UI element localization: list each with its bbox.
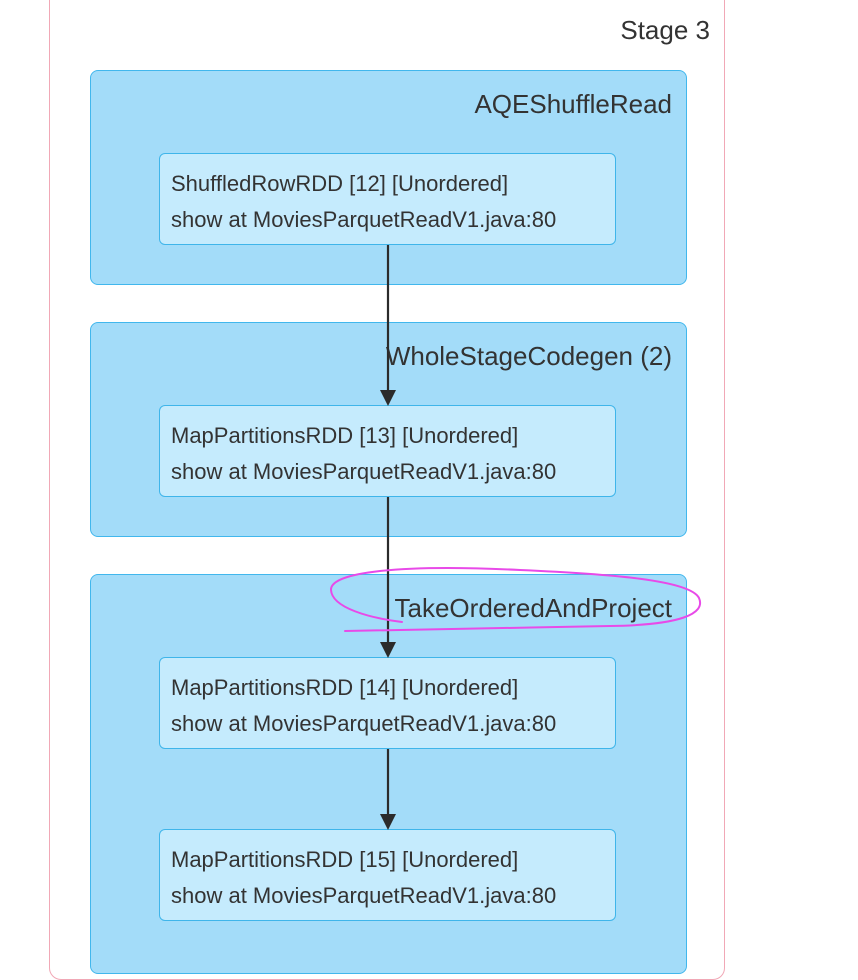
cluster-title: WholeStageCodegen (2) (385, 341, 672, 371)
rdd-node-name: MapPartitionsRDD [14] [Unordered] (171, 675, 519, 700)
stage-title: Stage 3 (620, 15, 710, 45)
rdd-node[interactable]: ShuffledRowRDD [12] [Unordered] show at … (159, 153, 616, 245)
rdd-node-name: ShuffledRowRDD [12] [Unordered] (171, 171, 509, 196)
cluster-title: TakeOrderedAndProject (394, 593, 672, 623)
rdd-node[interactable]: MapPartitionsRDD [13] [Unordered] show a… (159, 405, 616, 497)
rdd-node-name: MapPartitionsRDD [15] [Unordered] (171, 847, 519, 872)
rdd-node-name: MapPartitionsRDD [13] [Unordered] (171, 423, 519, 448)
rdd-node-callsite: show at MoviesParquetReadV1.java:80 (171, 883, 557, 908)
rdd-node-callsite: show at MoviesParquetReadV1.java:80 (171, 711, 557, 736)
rdd-node[interactable]: MapPartitionsRDD [14] [Unordered] show a… (159, 657, 616, 749)
rdd-node[interactable]: MapPartitionsRDD [15] [Unordered] show a… (159, 829, 616, 921)
rdd-node-callsite: show at MoviesParquetReadV1.java:80 (171, 207, 557, 232)
cluster-title: AQEShuffleRead (474, 89, 672, 119)
rdd-node-callsite: show at MoviesParquetReadV1.java:80 (171, 459, 557, 484)
